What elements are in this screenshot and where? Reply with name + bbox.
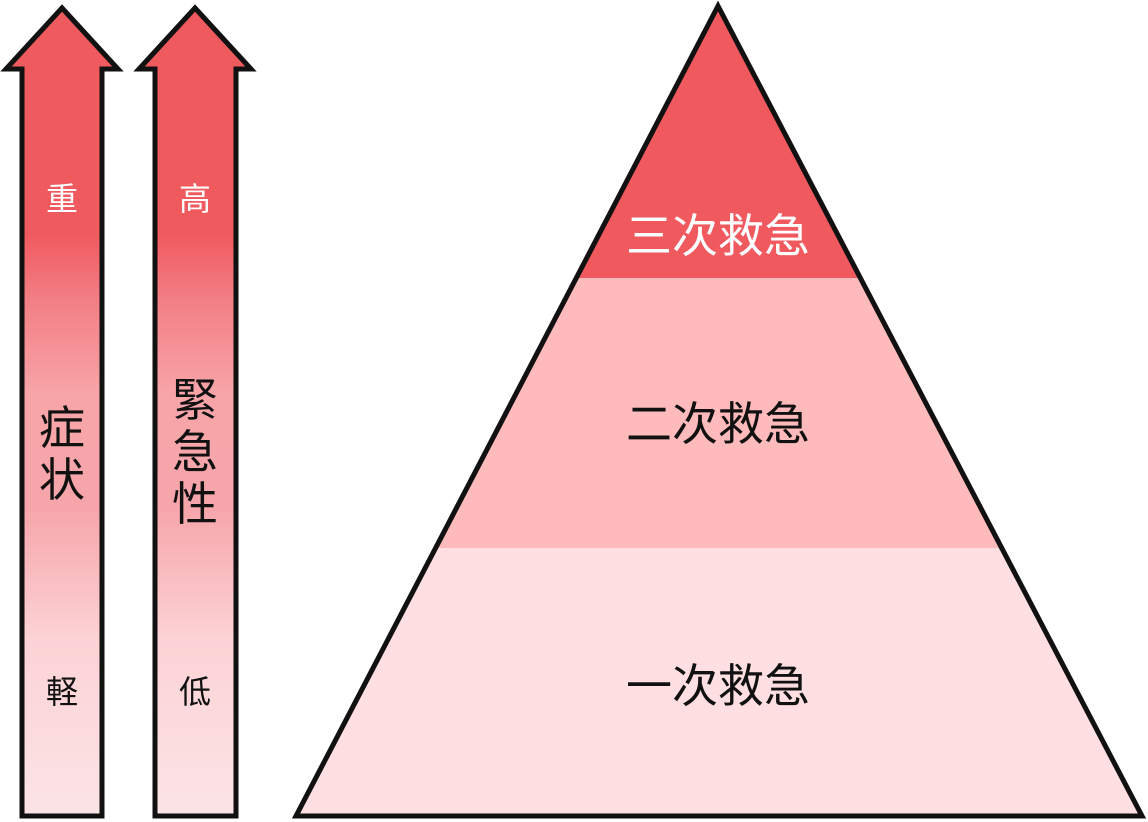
urgency-arrow-top-label: 高: [179, 180, 211, 218]
symptom-arrow-top-label: 重: [46, 180, 78, 218]
level-primary-band: [296, 548, 1142, 816]
symptom-arrow-bottom-label: 軽: [46, 673, 78, 711]
symptom-arrow: 重 症 状 軽: [0, 4, 124, 819]
care-level-pyramid: 三次救急 二次救急 一次救急: [291, 0, 1147, 819]
symptom-arrow-middle-char-2: 状: [39, 453, 85, 507]
urgency-arrow-middle-char-1: 緊: [172, 373, 218, 427]
urgency-arrow-middle-char-3: 性: [172, 477, 218, 531]
urgency-arrow: 高 緊 急 性 低: [133, 4, 257, 819]
symptom-arrow-shape: [0, 4, 124, 819]
symptom-arrow-middle-char-1: 症: [39, 401, 85, 455]
level-secondary-label: 二次救急: [626, 397, 810, 451]
pyramid-outline: [291, 0, 1147, 819]
urgency-arrow-middle-char-2: 急: [172, 425, 218, 479]
level-tertiary-label: 三次救急: [626, 209, 810, 263]
urgency-arrow-bottom-label: 低: [179, 673, 211, 711]
urgency-arrow-shape: [133, 4, 257, 819]
level-primary-label: 一次救急: [626, 659, 810, 713]
